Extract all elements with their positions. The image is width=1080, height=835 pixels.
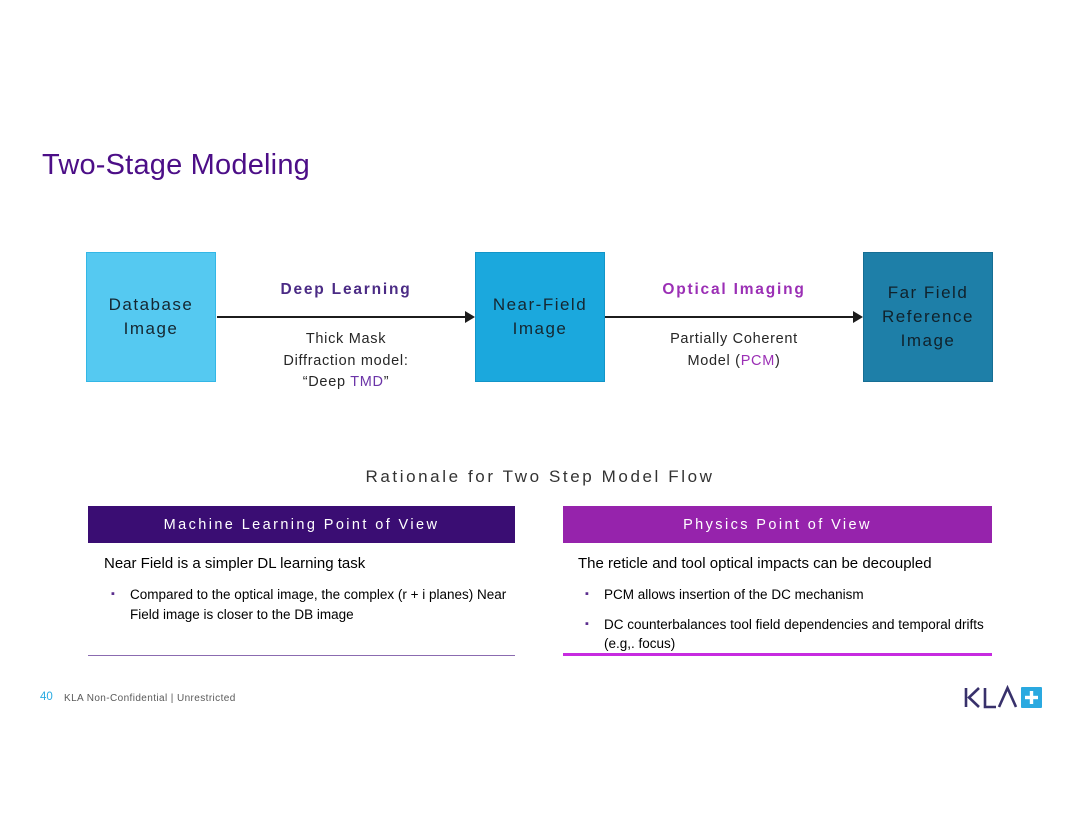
stage-title-deep-learning: Deep Learning [280,281,412,298]
divider-line [88,655,515,656]
caption-line: “Deep TMD” [217,372,475,394]
bullet-text: DC counterbalances tool field dependenci… [604,616,984,652]
bullet-icon: ▪ [111,588,115,600]
stage-title-optical-imaging: Optical Imaging [662,281,806,298]
column-lead: Near Field is a simpler DL learning task [104,555,366,572]
stage-caption-deep-learning: Thick Mask Diffraction model: “Deep TMD” [217,329,475,394]
caption-line: Model (PCM) [605,351,863,373]
bullet-text: PCM allows insertion of the DC mechanism [604,587,864,602]
stage-caption-optical-imaging: Partially Coherent Model (PCM) [605,329,863,372]
caption-post: ” [383,374,390,390]
column-body-physics: The reticle and tool optical impacts can… [578,555,994,664]
flow-arrow-1 [217,316,466,318]
footer-classification: KLA Non-Confidential | Unrestricted [64,693,236,704]
caption-pre: “Deep [302,374,351,390]
caption-post: ) [775,352,781,369]
flow-box-far-field-reference-image: Far Field Reference Image [863,252,993,382]
caption-text: Thick Mask Diffraction model: [283,331,409,369]
flow-arrow-2 [605,316,854,318]
caption-highlight-pcm: PCM [740,352,776,369]
bullet-icon: ▪ [585,617,589,630]
list-item: ▪ Compared to the optical image, the com… [104,585,518,624]
bullet-text: Compared to the optical image, the compl… [130,587,507,622]
page-number: 40 [40,691,53,703]
list-item: ▪ PCM allows insertion of the DC mechani… [578,585,994,605]
rationale-heading: Rationale for Two Step Model Flow [365,467,715,486]
column-header-physics: Physics Point of View [563,506,992,543]
arrow-head-icon [853,311,863,323]
kla-logo [964,685,1042,709]
page-title: Two-Stage Modeling [42,149,310,181]
bullet-icon: ▪ [585,588,589,600]
caption-text: Partially Coherent [670,331,798,347]
arrow-head-icon [465,311,475,323]
flow-box-database-image: Database Image [86,252,216,382]
flow-box-near-field-image: Near-Field Image [475,252,605,382]
column-header-machine-learning: Machine Learning Point of View [88,506,515,543]
divider-line [563,653,992,656]
column-body-machine-learning: Near Field is a simpler DL learning task… [104,555,518,634]
caption-highlight-tmd: TMD [350,374,384,390]
list-item: ▪ DC counterbalances tool field dependen… [578,615,994,654]
caption-pre: Model ( [687,352,741,369]
column-lead: The reticle and tool optical impacts can… [578,555,932,572]
